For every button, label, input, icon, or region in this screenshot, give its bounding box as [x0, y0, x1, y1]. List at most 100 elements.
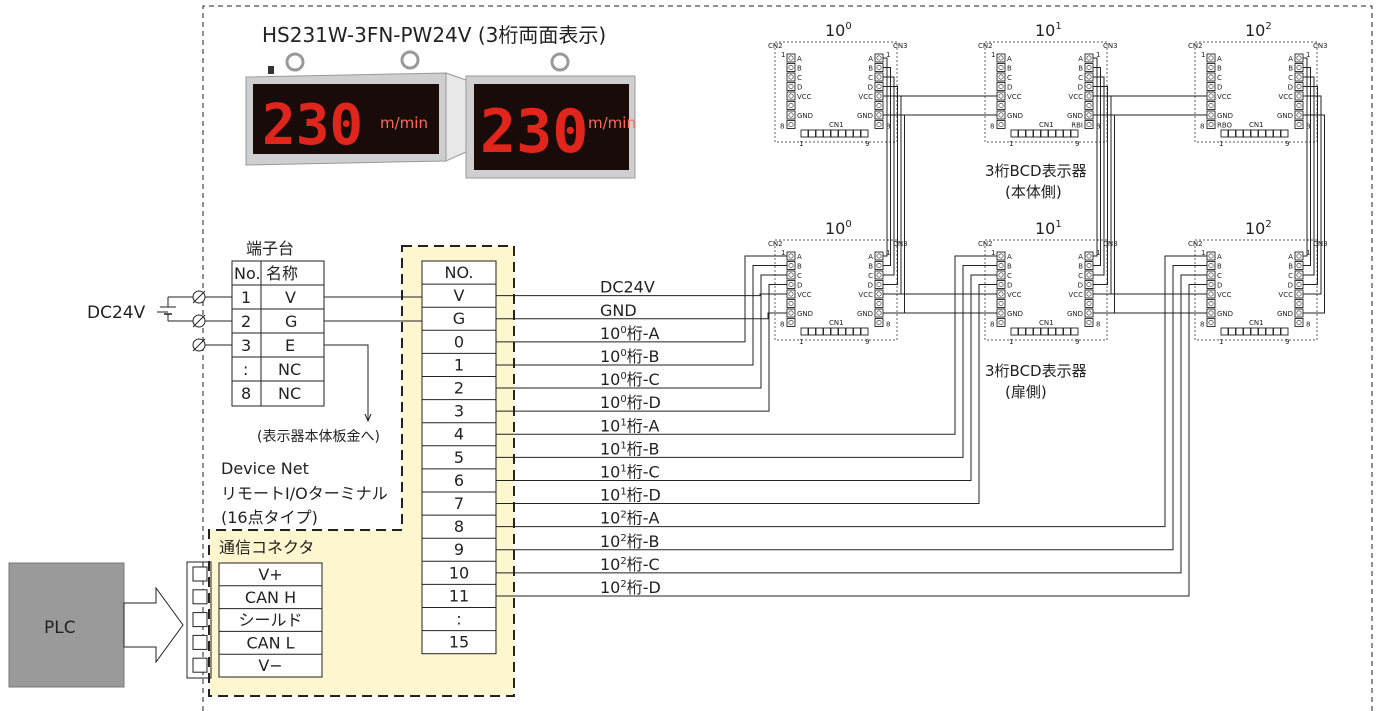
cn1-pin [1025, 327, 1034, 336]
cn2-pin [1206, 101, 1216, 110]
cn2-pin-hole [1208, 291, 1214, 297]
cn2-pin [996, 53, 1006, 63]
connector-pin [192, 566, 208, 582]
cn1-pin [1025, 129, 1034, 138]
cn2-pin-label: C [1217, 272, 1222, 280]
connector-row-4: V− [258, 656, 282, 675]
cn2-pin [786, 101, 796, 110]
cn2-pin [786, 308, 796, 318]
cn3-pin [874, 82, 884, 91]
cn1-pin [808, 327, 816, 336]
cn3-pin-hole [1296, 262, 1302, 268]
io-row-11: 9 [454, 540, 464, 559]
cn2-pin-label: A [1007, 253, 1012, 261]
cn2-pin [1206, 270, 1216, 280]
pin-last-label: 8 [1096, 321, 1100, 329]
cn2-pin [1206, 308, 1216, 318]
cn1-pin [815, 129, 824, 138]
cn3-pin [1294, 289, 1304, 299]
cn3-pin-label: GND [1277, 112, 1293, 120]
io-row-7: 5 [454, 448, 464, 467]
cn2-pin-hole [1208, 310, 1214, 316]
wire [883, 95, 902, 295]
cn2-pin [1206, 82, 1216, 91]
cn3-pin-hole [1086, 300, 1092, 306]
bcd-board-outline [984, 41, 1108, 143]
cn3-pin-label: VCC [1068, 93, 1083, 101]
cn1-pin [823, 327, 831, 336]
signal-label-6: 101桁-A [600, 416, 660, 435]
cn1-pin [1235, 129, 1244, 138]
cn3-pin-label: B [868, 65, 873, 73]
cn2-pin-hole [998, 103, 1004, 109]
bcd-digit-label: 101 [1035, 21, 1062, 40]
wire [1093, 76, 1105, 276]
connector-frame [218, 562, 323, 678]
cn2-pin-hole [998, 300, 1004, 306]
cn2-pin-label: D [797, 84, 802, 92]
cn3-pin [1084, 299, 1094, 308]
cn1-last-label: 9 [865, 338, 869, 346]
wire [496, 265, 787, 366]
cn1-pin [1063, 129, 1071, 138]
cn1-pin [1040, 129, 1049, 138]
wire [883, 67, 891, 266]
cn3-pin [874, 110, 884, 120]
cn3-pin-hole [876, 253, 882, 259]
cn2-pin-label: VCC [1007, 291, 1022, 299]
cn1-pin [1265, 129, 1274, 138]
plc-label: PLC [44, 618, 76, 638]
cn2-pin [996, 110, 1006, 120]
cn3-pin-hole [1086, 84, 1092, 90]
cn2-pin-hole [998, 122, 1004, 128]
cn2-pin-hole [788, 291, 794, 297]
cn3-label: CN3 [893, 42, 908, 50]
wire [1093, 57, 1098, 257]
wire [1093, 86, 1108, 285]
cn3-pin-label: B [1078, 263, 1083, 271]
wire [496, 274, 1207, 574]
cn2-pin [786, 318, 796, 327]
cn2-pin [1206, 261, 1216, 270]
pin-first-label: 1 [1096, 51, 1100, 59]
cn2-pin-hole [788, 74, 794, 80]
io-label-line3: (16点タイプ) [221, 508, 318, 527]
cn1-last-label: 9 [1285, 338, 1289, 346]
cn3-pin [1294, 110, 1304, 120]
wire [883, 86, 898, 285]
group-bottom-line1: 3桁BCD表示器 [985, 362, 1087, 380]
cn2-pin-hole [1208, 84, 1214, 90]
cn3-pin [1084, 110, 1094, 120]
cn3-pin [874, 270, 884, 280]
io-label-line2: リモートI/Oターミナル [221, 484, 388, 503]
cn1-pin [1250, 327, 1259, 336]
wire [496, 284, 997, 505]
cn1-pin [1033, 327, 1041, 336]
pin-last-label: 8 [886, 321, 890, 329]
bcd-digit-label: 100 [825, 219, 852, 238]
cn2-label: CN2 [1188, 240, 1203, 248]
connector-row-3: CAN L [246, 633, 294, 652]
cn1-first-label: 1 [799, 338, 803, 346]
cn2-pin-hole [788, 112, 794, 118]
cn2-pin [1206, 289, 1216, 299]
signal-label-2: 100桁-A [600, 324, 660, 343]
cn2-pin-hole [788, 55, 794, 61]
cn3-pin-label: C [868, 74, 873, 82]
cn3-pin [1084, 318, 1094, 327]
cn3-pin-hole [1296, 112, 1302, 118]
cn2-pin-hole [788, 253, 794, 259]
cn2-pin-label: VCC [797, 291, 812, 299]
cn3-pin-label: C [1288, 272, 1293, 280]
cn2-pin-label: B [797, 263, 802, 271]
cn2-pin-label: A [1217, 253, 1222, 261]
display-unit-left: m/min [380, 114, 428, 132]
cn3-pin-label: GND [857, 310, 873, 318]
cn2-pin-hole [1208, 93, 1214, 99]
cn1-pin [815, 327, 824, 336]
cn2-pin-label: C [1217, 74, 1222, 82]
bcd-board-outline [774, 41, 898, 143]
connector-row-1: CAN H [245, 588, 296, 607]
cn2-pin [1206, 91, 1216, 101]
cn2-pin-label: C [797, 272, 802, 280]
